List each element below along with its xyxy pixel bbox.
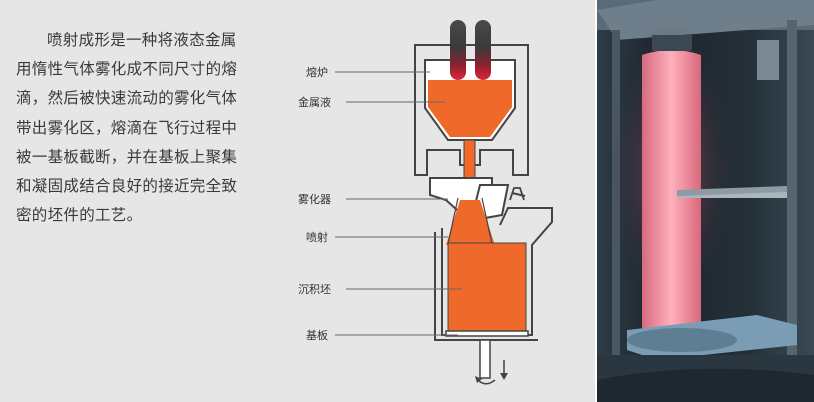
label-substrate: 基板 xyxy=(306,328,328,342)
spray-forming-photo xyxy=(597,0,814,402)
label-preform: 沉积坯 xyxy=(298,283,331,296)
shaft xyxy=(479,339,491,379)
furnace-shell xyxy=(414,44,529,176)
electrode-right xyxy=(475,20,491,80)
substrate xyxy=(445,330,529,337)
label-liquid-metal: 金属液 xyxy=(298,95,331,109)
label-spray: 喷射 xyxy=(306,230,328,244)
label-furnace: 熔炉 xyxy=(306,65,328,79)
label-atomizer: 雾化器 xyxy=(298,192,331,206)
pour-stream xyxy=(463,139,476,181)
preform xyxy=(447,242,527,332)
spray-forming-diagram: 熔炉 金属液 雾化器 喷射 沉积坯 基板 xyxy=(298,20,553,385)
glowing-preform xyxy=(642,50,701,340)
electrode-left xyxy=(450,20,466,80)
description-text: 喷射成形是一种将液态金属用惰性气体雾化成不同尺寸的熔滴，然后被快速流动的雾化气体… xyxy=(16,31,238,225)
liquid-metal-fill xyxy=(428,80,512,137)
spray-cone xyxy=(446,200,495,245)
content-panel: 喷射成形是一种将液态金属用惰性气体雾化成不同尺寸的熔滴，然后被快速流动的雾化气体… xyxy=(0,0,595,402)
